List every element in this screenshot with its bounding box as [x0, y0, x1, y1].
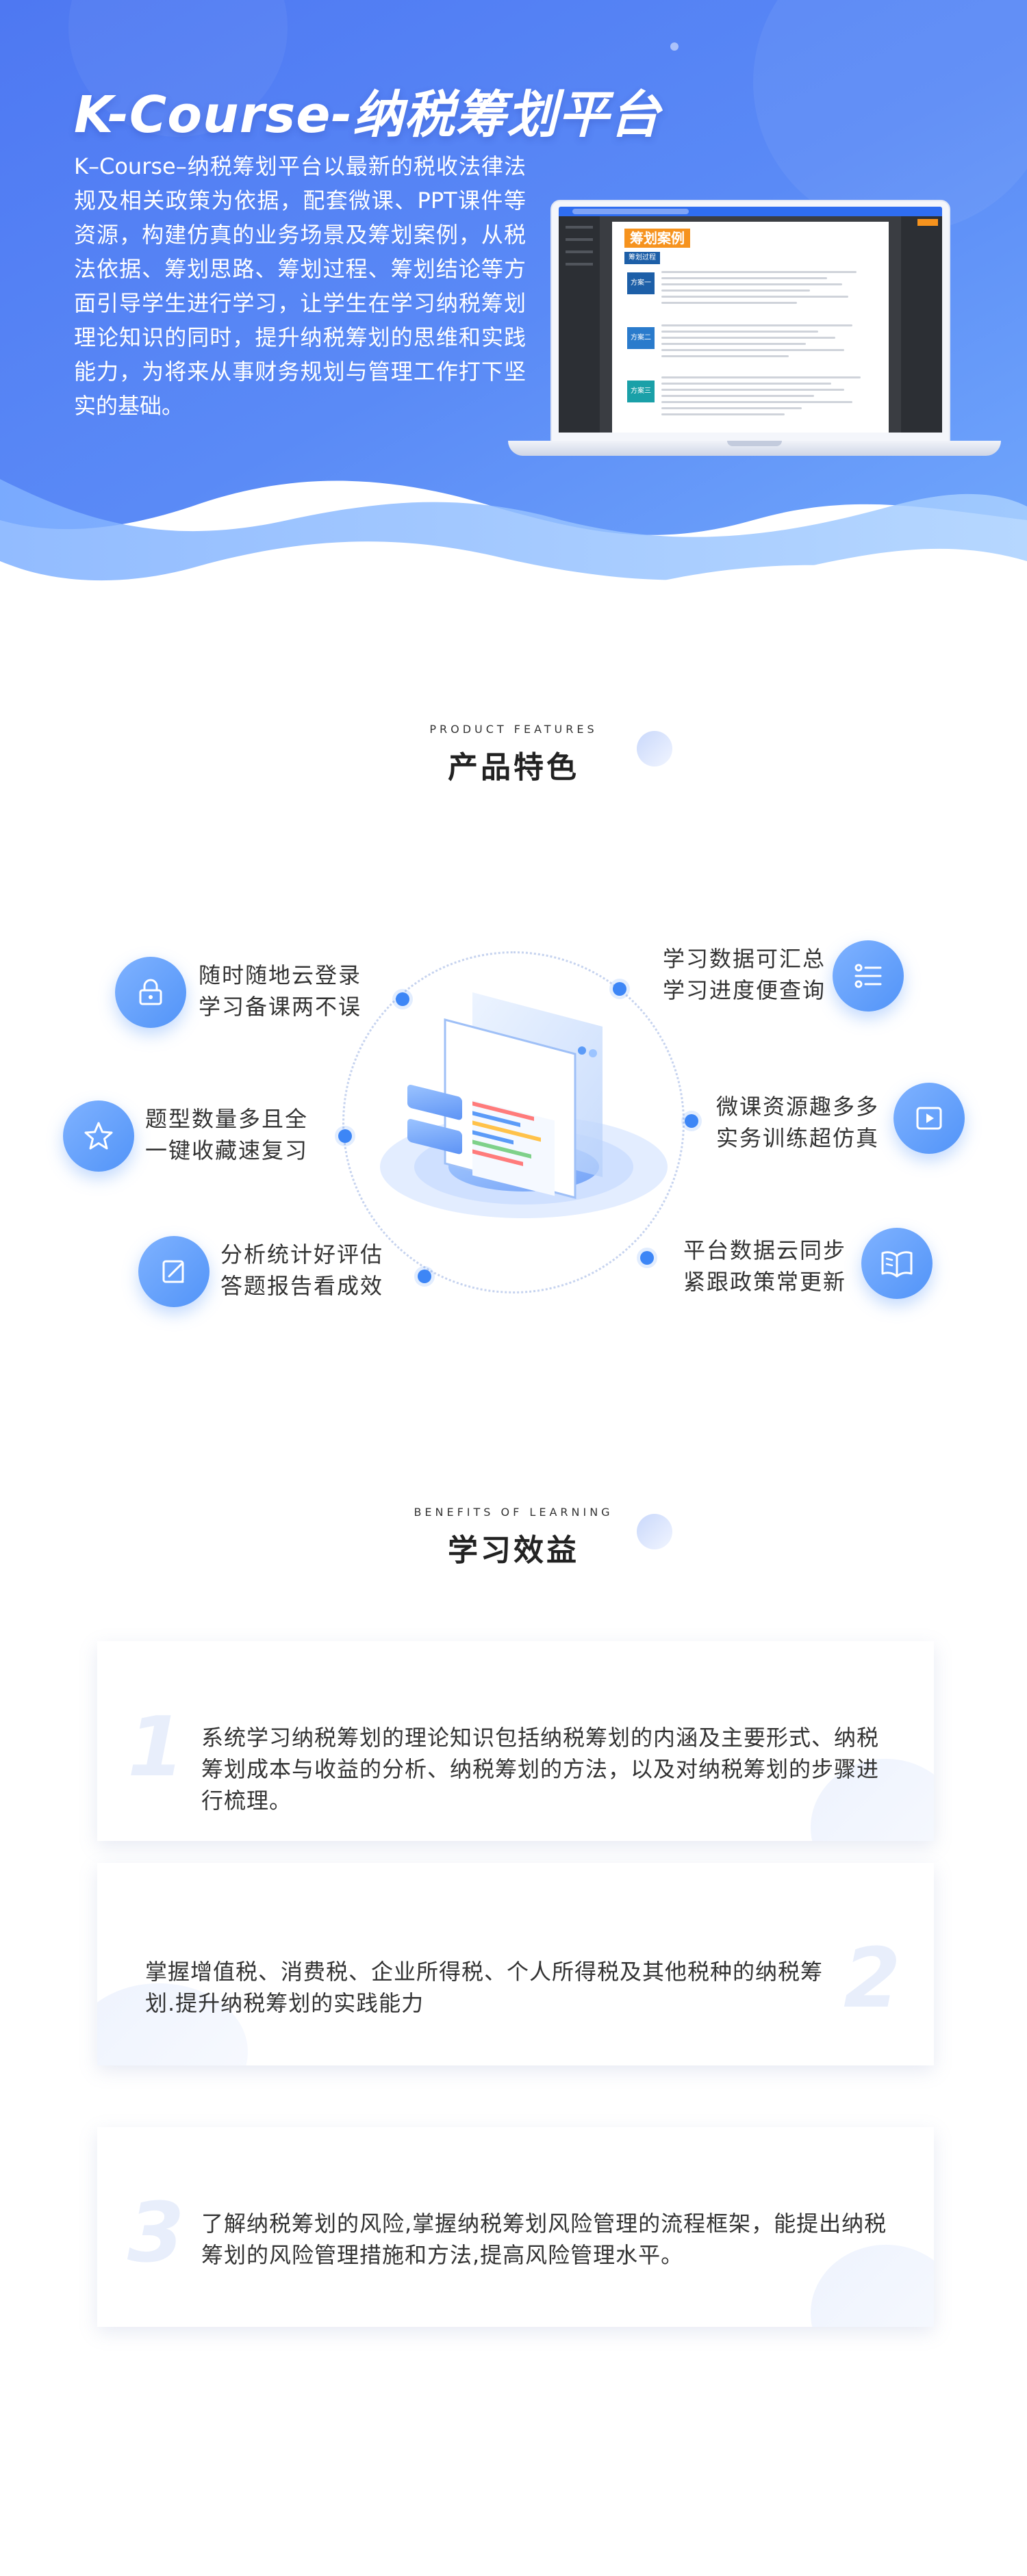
feature-cloud-sync: 平台数据云同步 紧跟政策常更新 [683, 1235, 846, 1298]
feature-icon-learning-data [833, 940, 904, 1012]
benefits-heading-cn: 学习效益 [441, 1525, 579, 1572]
feature-line: 学习备课两不误 [199, 994, 362, 1020]
feature-line: 紧跟政策常更新 [683, 1269, 847, 1295]
doc-case-1: 方案一 [627, 272, 655, 294]
ring-dot [613, 982, 626, 996]
heading-decoration [637, 1514, 672, 1549]
ring-dot [640, 1251, 654, 1265]
benefits-heading-en: BENEFITS OF LEARNING [414, 1506, 613, 1519]
laptop-frame: 筹划案例 筹划过程 方案一 方案二 方案三 [550, 200, 950, 443]
feature-cloud-login: 随时随地云登录 学习备课两不误 [199, 959, 362, 1022]
feature-icon-statistics [138, 1236, 210, 1307]
feature-icon-question-bank [63, 1100, 134, 1172]
ring-dot [418, 1270, 431, 1283]
ring-dot [338, 1129, 352, 1143]
benefit-card-2: 2 掌握增值税、消费税、企业所得税、个人所得税及其他税种的纳税筹划.提升纳税筹划… [97, 1863, 934, 2065]
feature-line: 微课资源趣多多 [716, 1094, 880, 1120]
feature-micro-courses: 微课资源趣多多 实务训练超仿真 [716, 1091, 879, 1154]
feature-line: 题型数量多且全 [145, 1106, 309, 1132]
case-document: 筹划案例 筹划过程 方案一 方案二 方案三 [612, 222, 889, 433]
feature-learning-data: 学习数据可汇总 学习进度便查询 [663, 943, 826, 1006]
feature-line: 分析统计好评估 [220, 1241, 384, 1267]
benefit-number: 3 [127, 2186, 185, 2281]
feature-icon-cloud-login [115, 957, 186, 1028]
feature-line: 答题报告看成效 [220, 1273, 384, 1299]
doc-case-2-lines [661, 324, 874, 361]
ring-dot [685, 1114, 698, 1128]
laptop-base [508, 441, 1001, 456]
benefit-card-1: 1 系统学习纳税筹划的理论知识包括纳税筹划的内涵及主要形式、纳税筹划成本与收益的… [97, 1641, 934, 1841]
list-icon [854, 964, 882, 988]
benefits-heading: BENEFITS OF LEARNING 学习效益 [0, 1506, 1027, 1572]
platform-illustration [380, 992, 668, 1218]
feature-line: 实务训练超仿真 [716, 1125, 880, 1151]
feature-line: 一键收藏速复习 [145, 1137, 309, 1163]
doc-case-1-lines [661, 271, 874, 308]
play-icon [916, 1107, 942, 1130]
doc-subtitle: 筹划过程 [624, 252, 660, 264]
feature-statistics: 分析统计好评估 答题报告看成效 [220, 1239, 383, 1302]
viewer-sidebar [559, 216, 600, 433]
hero-banner: K-Course-纳税筹划平台 K–Course–纳税筹划平台以最新的税收法律法… [0, 0, 1027, 616]
benefit-text: 系统学习纳税筹划的理论知识包括纳税筹划的内涵及主要形式、纳税筹划成本与收益的分析… [201, 1725, 880, 1814]
benefit-number: 1 [127, 1700, 185, 1795]
doc-case-2: 方案二 [627, 327, 655, 349]
edit-icon [162, 1260, 184, 1283]
star-icon [84, 1122, 113, 1150]
doc-case-3-lines [661, 376, 874, 420]
ring-dot [396, 992, 409, 1006]
browser-bar [559, 207, 942, 216]
lock-icon [139, 979, 162, 1005]
features-heading: PRODUCT FEATURES 产品特色 [0, 723, 1027, 789]
features-dotted-ring [342, 951, 685, 1293]
benefit-card-3: 3 了解纳税筹划的风险,掌握纳税筹划风险管理的流程框架，能提出纳税筹划的风险管理… [97, 2127, 934, 2327]
viewer-right-panel [901, 216, 942, 433]
benefit-number: 2 [844, 1931, 901, 2026]
feature-icon-cloud-sync [861, 1228, 933, 1299]
doc-title: 筹划案例 [624, 229, 690, 248]
feature-line: 随时随地云登录 [199, 962, 362, 988]
feature-question-bank: 题型数量多且全 一键收藏速复习 [145, 1103, 308, 1166]
laptop-mockup: 筹划案例 筹划过程 方案一 方案二 方案三 [508, 200, 1001, 460]
benefit-text: 掌握增值税、消费税、企业所得税、个人所得税及其他税种的纳税筹划.提升纳税筹划的实… [145, 1959, 824, 2016]
doc-case-3: 方案三 [627, 381, 655, 402]
laptop-screen: 筹划案例 筹划过程 方案一 方案二 方案三 [559, 216, 942, 433]
benefit-text: 了解纳税筹划的风险,掌握纳税筹划风险管理的流程框架，能提出纳税筹划的风险管理措施… [201, 2211, 887, 2268]
features-heading-en: PRODUCT FEATURES [429, 723, 598, 736]
heading-decoration [637, 731, 672, 767]
hero-description: K–Course–纳税筹划平台以最新的税收法律法规及相关政策为依据，配套微课、P… [74, 153, 526, 419]
book-icon [881, 1251, 913, 1278]
features-heading-cn: 产品特色 [441, 743, 579, 789]
hero-title: K-Course-纳税筹划平台 [74, 86, 661, 144]
feature-line: 平台数据云同步 [683, 1237, 847, 1263]
feature-icon-micro-courses [893, 1083, 965, 1154]
feature-line: 学习进度便查询 [663, 977, 826, 1003]
feature-line: 学习数据可汇总 [663, 946, 826, 972]
